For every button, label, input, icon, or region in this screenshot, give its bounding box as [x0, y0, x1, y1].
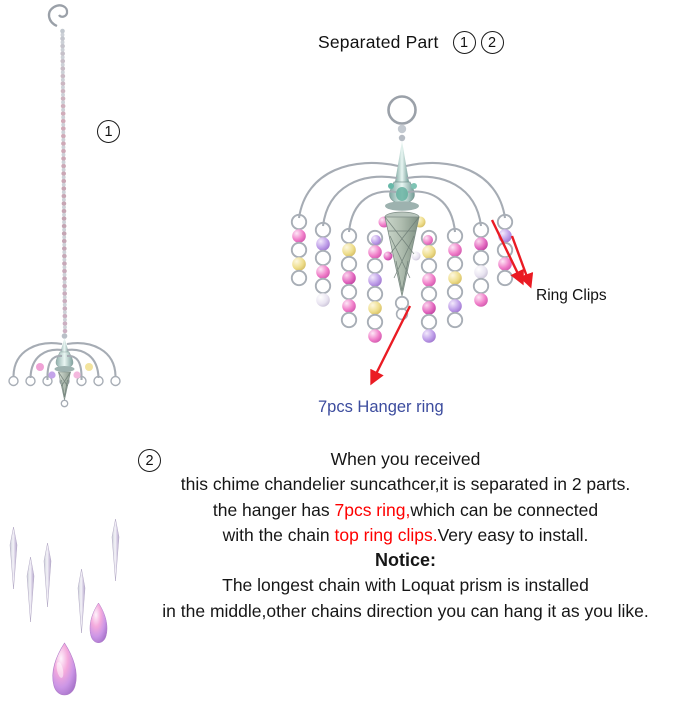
- ring-clips-arrow-2: [510, 235, 534, 289]
- hook-icon: [47, 4, 69, 28]
- part-1-number: 1: [104, 123, 113, 140]
- instruction-line-4: with the chain top ring clips.Very easy …: [132, 523, 679, 548]
- hanger-ring-label: 7pcs Hanger ring: [318, 398, 444, 416]
- hanger-closeup-photo: [290, 95, 534, 386]
- suncatcher-full-photo: [8, 4, 121, 696]
- instruction-line-4-pre: with the chain: [222, 524, 335, 545]
- separated-part-2-badge: 2: [480, 31, 504, 54]
- instruction-line-2: this chime chandelier suncathcer,it is s…: [180, 474, 631, 495]
- part-2-number: 2: [145, 452, 154, 469]
- highlight-top-ring-clips: top ring clips.: [334, 524, 438, 545]
- hanger-ring-tip: [394, 295, 410, 311]
- part-1-badge: 1: [97, 120, 120, 143]
- hanger-ring-arrow: [370, 305, 412, 386]
- loquat-prism: [52, 642, 77, 696]
- instruction-line-3-pre: the hanger has: [212, 499, 335, 520]
- instruction-line-3-post: which can be connected: [410, 499, 599, 520]
- separated-part-1-number: 1: [459, 34, 469, 51]
- instruction-line-3: the hanger has 7pcs ring,which can be co…: [132, 498, 679, 523]
- center-cone-crystal: [384, 216, 420, 297]
- separated-part-header: Separated Part 1 2: [318, 31, 504, 54]
- instruction-line-6: in the middle,other chains direction you…: [162, 600, 649, 621]
- separated-part-label: Separated Part: [318, 32, 439, 52]
- part-2-badge: 2: [138, 449, 161, 472]
- notice-label: Notice:: [374, 550, 436, 571]
- instruction-text: When you received this chime chandelier …: [132, 447, 679, 624]
- ring-clips-label: Ring Clips: [536, 287, 607, 304]
- top-hanger-ring: [387, 95, 417, 125]
- instruction-line-5: The longest chain with Loquat prism is i…: [222, 575, 589, 596]
- instruction-line-4-post: Very easy to install.: [437, 524, 589, 545]
- separated-part-2-number: 2: [487, 34, 497, 51]
- instruction-line-1: When you received: [330, 449, 481, 469]
- highlight-7pcs-ring: 7pcs ring,: [334, 499, 411, 520]
- ring-clips-arrow-1: [490, 219, 524, 286]
- separated-part-1-badge: 1: [452, 31, 476, 54]
